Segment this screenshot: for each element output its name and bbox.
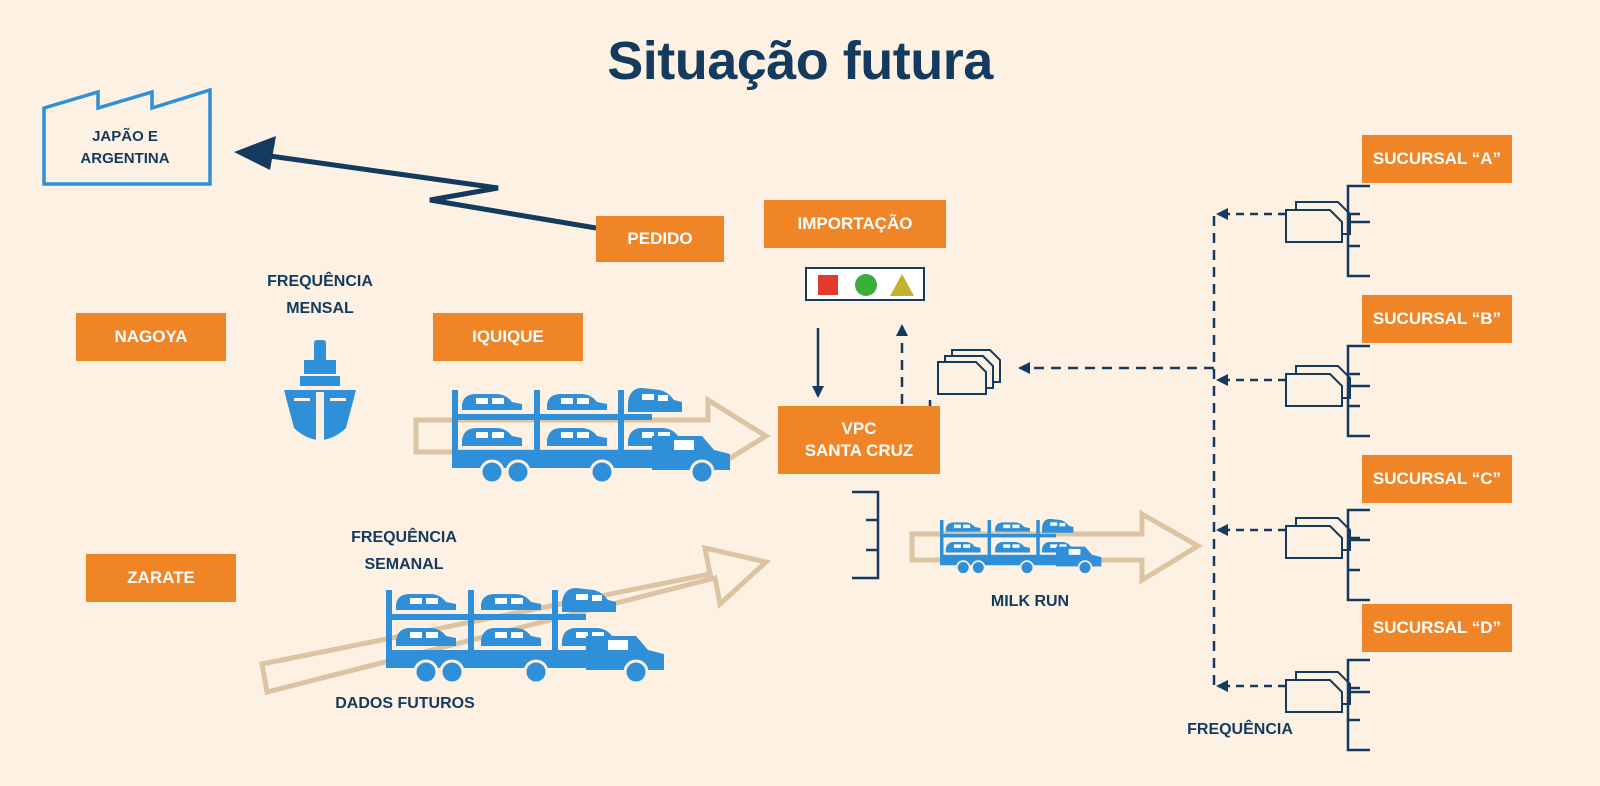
frequencia-mensal-line2: MENSAL [286, 300, 354, 317]
frequencia-mensal-line1: FREQUÊNCIA [267, 273, 373, 290]
sucursal-c-flow [1216, 508, 1372, 602]
frequencia-label: FREQUÊNCIA [1187, 721, 1293, 738]
frequencia-semanal-line2: SEMANAL [364, 556, 444, 573]
sucursal-b-flow [1216, 344, 1372, 438]
sucursal-c-box: SUCURSAL “C” [1362, 455, 1512, 503]
frequencia-mensal-label: FREQUÊNCIA MENSAL [240, 268, 400, 322]
frequencia-semanal-label: FREQUÊNCIA SEMANAL [324, 524, 484, 578]
iquique-box: IQUIQUE [433, 313, 583, 361]
importacao-box: IMPORTAÇÃO [764, 200, 946, 248]
nagoya-box: NAGOYA [76, 313, 226, 361]
sucursal-a-flow [1216, 184, 1372, 278]
vpc-line2: SANTA CRUZ [804, 441, 914, 460]
sucursal-d-flow [1216, 658, 1372, 752]
factory-label-line2: ARGENTINA [80, 150, 170, 167]
dados-futuros-label: DADOS FUTUROS [335, 695, 475, 712]
electronic-info-arrow [269, 153, 597, 231]
factory-icon [42, 87, 212, 186]
ship-icon [284, 340, 356, 440]
frequencia-semanal-line1: FREQUÊNCIA [351, 529, 457, 546]
green-circle-icon [855, 274, 877, 296]
sucursal-b-box: SUCURSAL “B” [1362, 295, 1512, 343]
vpc-santa-cruz-box: VPC SANTA CRUZ [778, 406, 940, 474]
red-square-icon [818, 275, 838, 295]
sucursal-d-box: SUCURSAL “D” [1362, 604, 1512, 652]
vpc-shelf-icon [852, 490, 880, 580]
vpc-line1: VPC [841, 419, 877, 438]
page-title: Situação futura [607, 31, 993, 91]
pedido-box: PEDIDO [596, 216, 724, 262]
zarate-box: ZARATE [86, 554, 236, 602]
signal-panel [805, 267, 925, 301]
factory-label: JAPÃO E ARGENTINA [60, 126, 190, 170]
document-stack-icon [937, 349, 1001, 395]
milk-run-label: MILK RUN [990, 593, 1070, 610]
yellow-triangle-icon [890, 274, 914, 296]
sucursal-a-box: SUCURSAL “A” [1362, 135, 1512, 183]
factory-label-line1: JAPÃO E [92, 128, 158, 145]
